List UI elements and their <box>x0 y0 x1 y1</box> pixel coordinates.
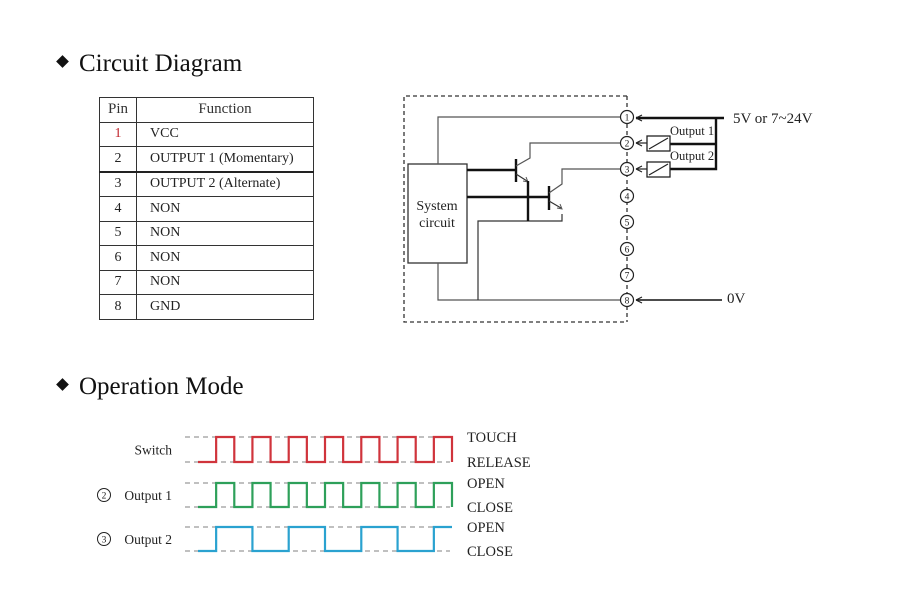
supply-bus <box>670 118 718 171</box>
circuit-diagram-heading: Circuit Diagram <box>56 50 243 78</box>
terminal-1: 1 <box>619 109 635 125</box>
terminal-2: 2 <box>619 135 635 151</box>
emitter-arrow-icon <box>556 203 563 210</box>
svg-text:7: 7 <box>625 272 630 282</box>
switch-waveform <box>198 435 454 464</box>
pin-number: 8 <box>99 294 137 320</box>
table-row: 2 OUTPUT 1 (Momentary) <box>99 146 314 172</box>
svg-text:2: 2 <box>625 140 630 150</box>
pin-number: 7 <box>99 269 137 295</box>
ground-label: 0V <box>727 291 746 307</box>
pin-function: OUTPUT 2 (Alternate) <box>136 170 314 197</box>
table-row: 4 NON <box>99 196 314 222</box>
svg-text:6: 6 <box>625 246 630 256</box>
output1-low-state-label: CLOSE <box>467 500 513 516</box>
switch-high-state-label: TOUCH <box>467 430 517 446</box>
svg-text:4: 4 <box>625 193 630 203</box>
transistor-2-emitter <box>548 200 562 209</box>
table-header-row: Pin Function <box>99 97 314 123</box>
gnd-trace <box>437 263 621 301</box>
output2-low-state-label: CLOSE <box>467 544 513 560</box>
operation-mode-title: Operation Mode <box>79 373 244 400</box>
emitter-gnd-trace <box>477 214 563 300</box>
load-relay-1 <box>635 135 671 152</box>
terminal-3: 3 <box>619 161 635 177</box>
table-row: 8 GND <box>99 294 314 320</box>
terminal-circles: 1 2 3 4 5 6 7 8 <box>619 109 635 308</box>
table-row: 1 VCC <box>99 121 314 147</box>
pin-function: NON <box>136 245 314 271</box>
switch-low-state-label: RELEASE <box>467 455 531 471</box>
circuit-diagram-title: Circuit Diagram <box>79 50 243 77</box>
terminal-7: 7 <box>619 267 635 283</box>
terminal-5: 5 <box>619 214 635 230</box>
system-circuit-block <box>407 163 468 264</box>
svg-text:8: 8 <box>625 297 630 307</box>
table-row: 3 OUTPUT 2 (Alternate) <box>99 170 314 197</box>
collector-2-trace <box>548 168 621 194</box>
pin-marker-number: 3 <box>102 536 107 546</box>
terminal-4: 4 <box>619 188 635 204</box>
table-row: 7 NON <box>99 269 314 295</box>
pin-function-table: Pin Function 1 VCC 2 OUTPUT 1 (Momentary… <box>99 97 314 320</box>
system-block-label: System <box>416 199 457 214</box>
output2-label: Output 2 <box>124 532 172 547</box>
load-relay-2 <box>635 161 671 178</box>
output2-waveform <box>198 525 452 553</box>
system-block-label: circuit <box>419 216 455 231</box>
table-row: 6 NON <box>99 245 314 271</box>
svg-text:3: 3 <box>625 166 630 176</box>
header-function: Function <box>136 97 314 123</box>
operation-mode-heading: Operation Mode <box>56 373 244 401</box>
pin-function: OUTPUT 1 (Momentary) <box>136 146 314 172</box>
collector-1-trace <box>515 142 621 167</box>
pin-number: 1 <box>99 121 137 147</box>
module-boundary <box>403 95 627 323</box>
pin-marker-circle <box>97 488 111 502</box>
svg-text:5: 5 <box>625 219 630 229</box>
pin-marker-number: 2 <box>102 492 107 502</box>
output1-high-state-label: OPEN <box>467 476 505 492</box>
pin-function: VCC <box>136 121 314 147</box>
terminal-6: 6 <box>619 241 635 257</box>
pin-function: NON <box>136 269 314 295</box>
pin-function: NON <box>136 196 314 222</box>
output1-label: Output 1 <box>124 488 172 503</box>
transistor-1-emitter <box>515 173 528 182</box>
pin-number: 3 <box>99 170 137 197</box>
pin-number: 6 <box>99 245 137 271</box>
svg-text:1: 1 <box>625 114 630 124</box>
output2-high-state-label: OPEN <box>467 520 505 536</box>
output-1-load-label: Output 1 <box>670 124 714 138</box>
header-pin: Pin <box>99 97 137 123</box>
switch-label: Switch <box>134 443 172 458</box>
pin-function: GND <box>136 294 314 320</box>
vcc-trace <box>437 116 621 164</box>
output-2-load-label: Output 2 <box>670 149 714 163</box>
pin-marker-circle <box>97 532 111 546</box>
output1-waveform <box>198 481 454 509</box>
supply-voltage-label: 5V or 7~24V <box>733 111 813 127</box>
terminal-8: 8 <box>619 292 635 308</box>
